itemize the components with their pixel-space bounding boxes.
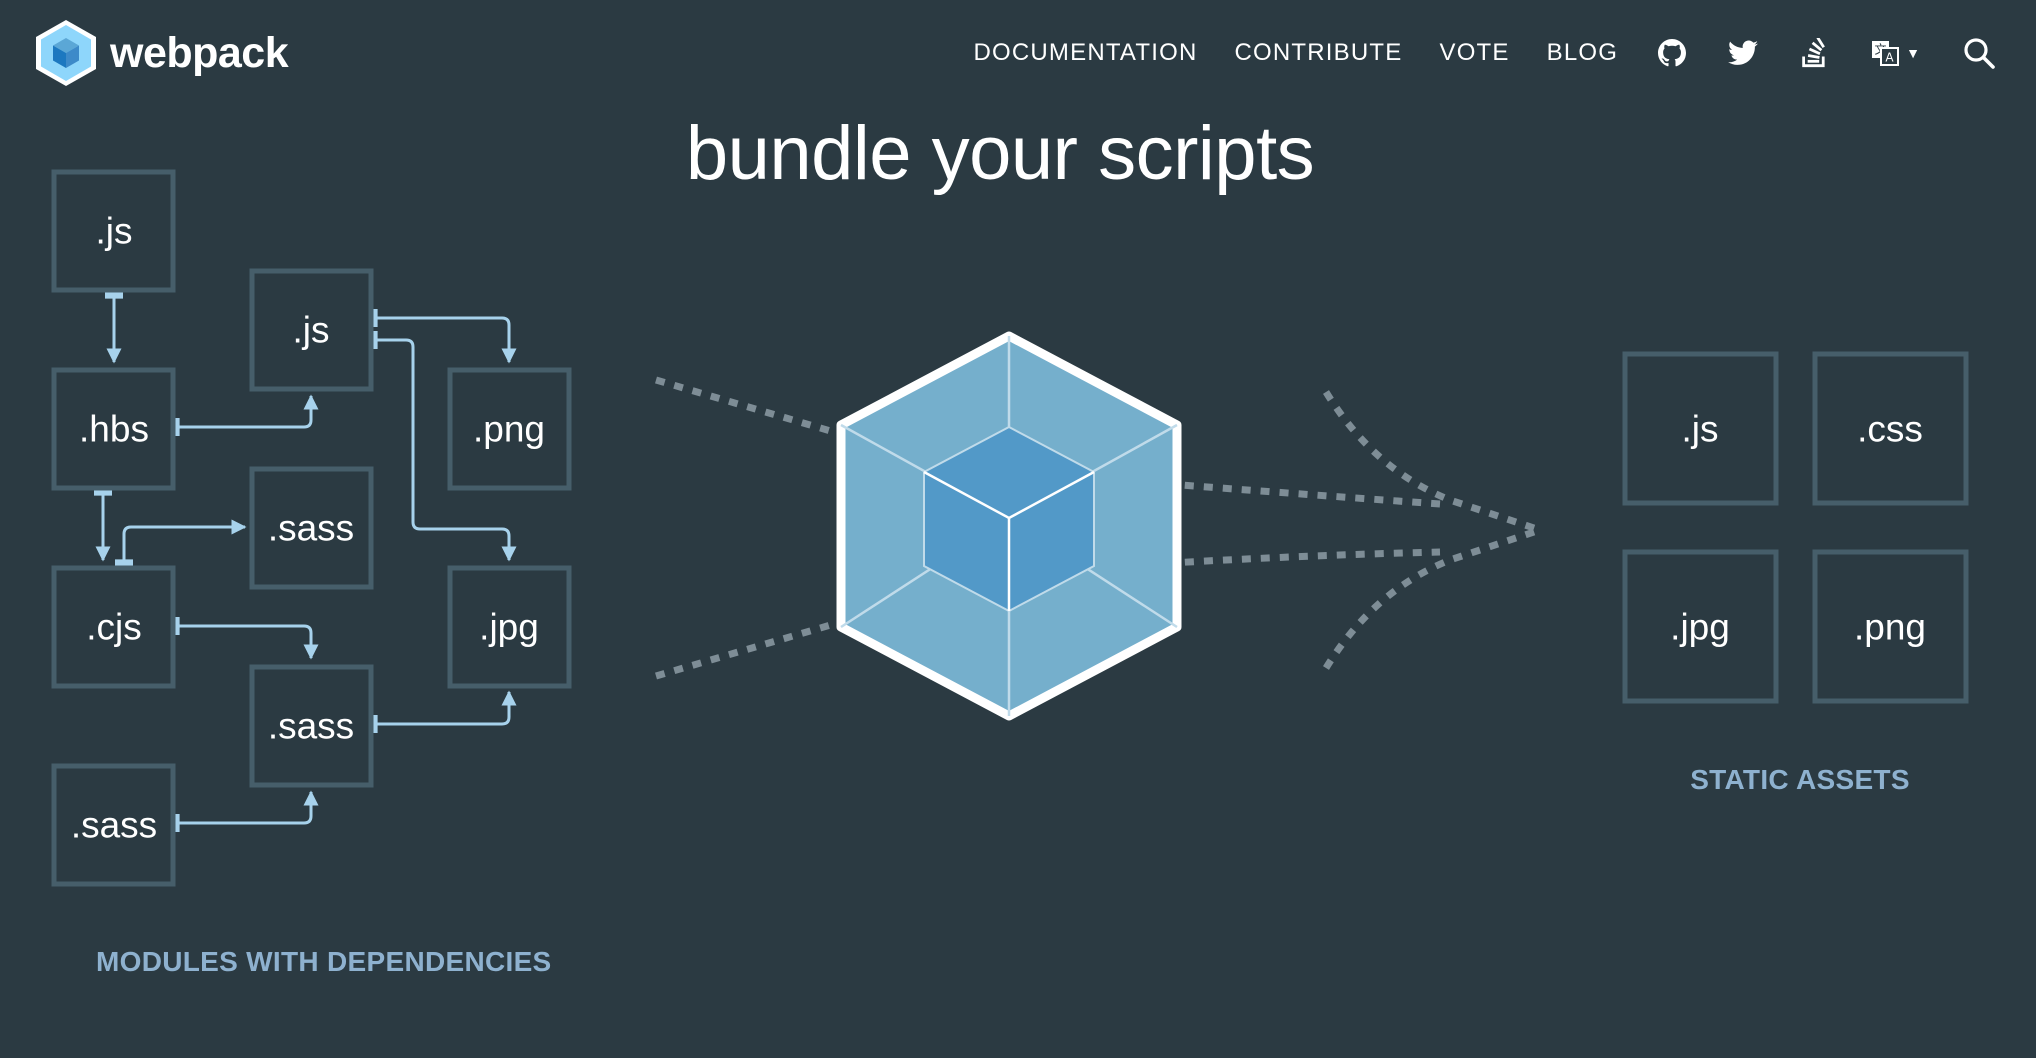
module-box: .sass <box>249 466 374 590</box>
main-nav: DOCUMENTATION CONTRIBUTE VOTE BLOG 文 <box>973 30 1996 76</box>
stack-overflow-icon[interactable] <box>1800 38 1828 68</box>
language-icon[interactable]: 文 A ▼ <box>1870 38 1920 68</box>
nav-documentation[interactable]: DOCUMENTATION <box>973 39 1198 66</box>
module-label: .png <box>473 409 545 450</box>
webpack-logo[interactable]: webpack <box>34 18 289 88</box>
modules-caption: MODULES WITH DEPENDENCIES <box>96 946 552 977</box>
asset-label: .png <box>1854 607 1926 648</box>
chevron-down-icon: ▼ <box>1906 45 1920 61</box>
asset-label: .jpg <box>1670 607 1730 648</box>
module-box: .cjs <box>51 565 176 689</box>
webpack-cube <box>836 331 1182 721</box>
svg-text:A: A <box>1886 51 1895 65</box>
module-label: .jpg <box>479 607 539 648</box>
brand-name: webpack <box>110 28 289 77</box>
module-label: .hbs <box>79 409 149 450</box>
asset-box: .jpg <box>1622 549 1779 704</box>
asset-box: .png <box>1812 549 1969 704</box>
module-box: .jpg <box>447 565 572 689</box>
search-icon[interactable] <box>1962 36 1996 70</box>
module-box: .hbs <box>51 367 176 491</box>
asset-box: .css <box>1812 351 1969 506</box>
module-label: .sass <box>71 805 157 846</box>
twitter-icon[interactable] <box>1728 40 1759 66</box>
asset-box: .js <box>1622 351 1779 506</box>
module-box: .sass <box>249 664 374 788</box>
nav-vote[interactable]: VOTE <box>1439 39 1510 66</box>
site-header: webpack DOCUMENTATION CONTRIBUTE VOTE BL… <box>0 0 2036 106</box>
module-box: .png <box>447 367 572 491</box>
module-label: .js <box>96 211 133 252</box>
github-icon[interactable] <box>1658 39 1687 67</box>
module-box: .sass <box>51 763 176 887</box>
asset-label: .js <box>1682 409 1719 450</box>
asset-label: .css <box>1857 409 1923 450</box>
module-box: .js <box>249 268 374 392</box>
module-label: .js <box>293 310 330 351</box>
nav-contribute[interactable]: CONTRIBUTE <box>1234 39 1403 66</box>
hero-title: bundle your scripts <box>685 111 1315 196</box>
module-label: .sass <box>268 706 354 747</box>
flow-lines <box>655 376 1542 680</box>
assets-caption: STATIC ASSETS <box>1690 764 1910 795</box>
module-label: .sass <box>268 508 354 549</box>
module-box: .js <box>51 169 176 293</box>
nav-blog[interactable]: BLOG <box>1546 39 1619 66</box>
module-label: .cjs <box>86 607 142 648</box>
webpack-cube-icon <box>36 20 96 86</box>
dependency-arrows <box>94 291 517 832</box>
